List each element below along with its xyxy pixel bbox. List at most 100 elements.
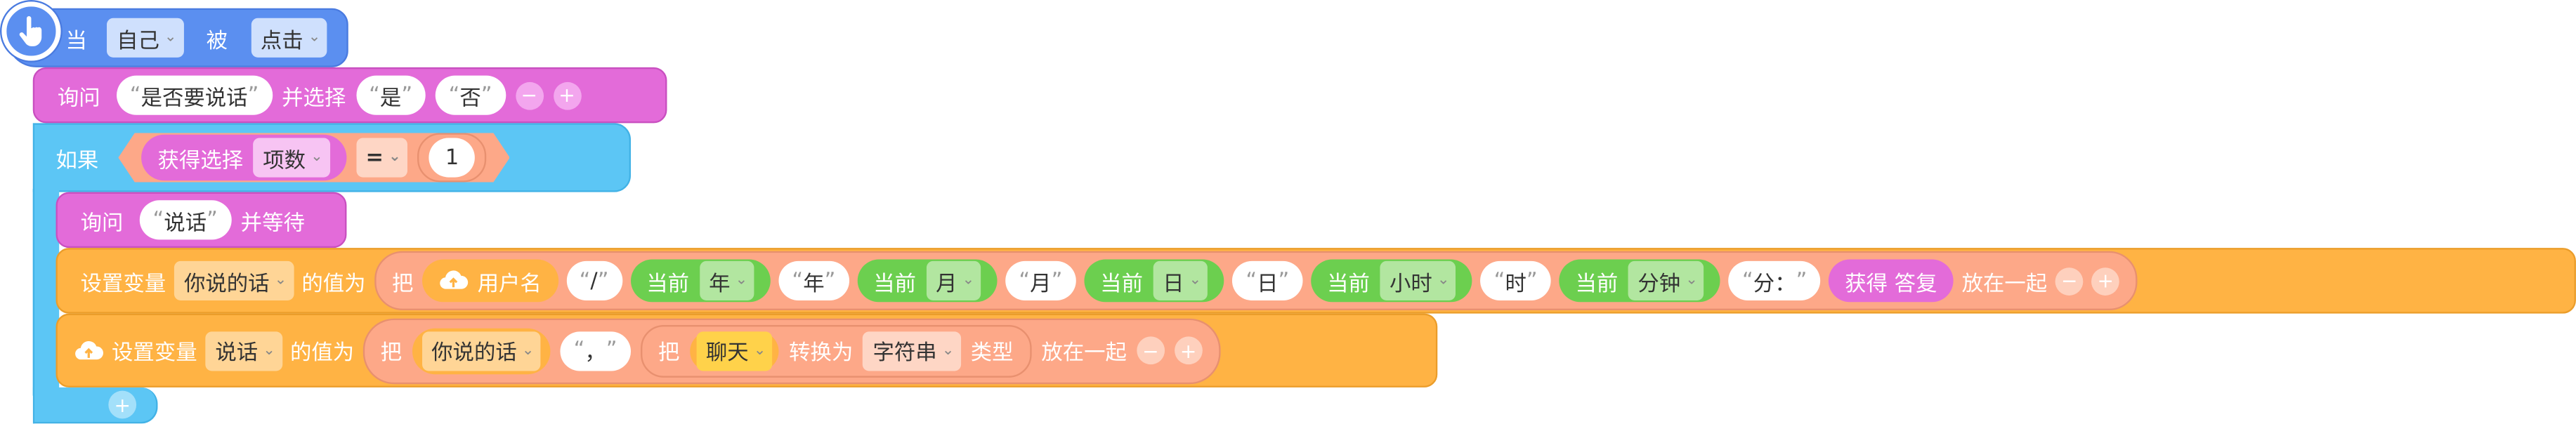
chevron-down-icon: ⌄ [1685, 272, 1698, 289]
target-dropdown[interactable]: 自己 ⌄ [107, 18, 183, 58]
number-reporter[interactable]: 1 [417, 133, 487, 182]
number-value: 1 [445, 145, 459, 171]
username-label: 用户名 [477, 272, 542, 297]
ask-choose-block[interactable]: 询问 “是否要说话” 并选择 “是” “否” − + [32, 67, 667, 124]
event-row: 当 自己 ⌄ 被 点击 ⌄ [66, 13, 327, 62]
variable-ref-value: 你说的话 [431, 341, 517, 366]
target-value: 自己 [117, 28, 159, 54]
month-value: 月 [936, 272, 957, 297]
minute-text-input[interactable]: “分：” [1729, 260, 1821, 300]
chevron-down-icon: ⌄ [521, 342, 535, 359]
cloud-icon [438, 270, 468, 293]
year-text-input[interactable]: “年” [778, 260, 849, 300]
if-block-footer [32, 387, 158, 424]
chevron-down-icon: ⌄ [1437, 272, 1450, 289]
month-text: 月 [1030, 272, 1052, 297]
chevron-down-icon: ⌄ [753, 342, 766, 359]
variable-dropdown[interactable]: 说话 ⌄ [205, 331, 282, 371]
current-day-reporter[interactable]: 当前 日⌄ [1083, 259, 1224, 303]
add-else-button[interactable]: + [108, 390, 137, 419]
remove-option-button[interactable]: − [515, 81, 544, 110]
get-choice-reporter[interactable]: 获得选择 项数 ⌄ [141, 135, 346, 180]
current-year-reporter[interactable]: 当前 年⌄ [629, 259, 771, 303]
username-reporter[interactable]: 用户名 [421, 259, 558, 303]
year-dropdown[interactable]: 年⌄ [699, 260, 754, 300]
variable-value: 你说的话 [183, 272, 270, 297]
year-value: 年 [709, 272, 731, 297]
set-variable-label: 设置变量 [112, 341, 197, 366]
current-minute-reporter[interactable]: 当前 分钟⌄ [1559, 259, 1721, 303]
ba-label: 把 [391, 272, 414, 297]
chat-dropdown[interactable]: 聊天 ⌄ [695, 331, 773, 371]
month-text-input[interactable]: “月” [1005, 260, 1076, 300]
minute-text: 分： [1753, 272, 1796, 297]
action-dropdown[interactable]: 点击 ⌄ [250, 18, 327, 58]
join-reporter[interactable]: 把 你说的话 ⌄ “，” 把 聊天 ⌄ 转换为 字符串 [362, 317, 1221, 384]
type-value: 字符串 [872, 341, 937, 366]
operator-dropdown[interactable]: = ⌄ [356, 138, 408, 177]
chevron-down-icon: ⌄ [274, 272, 287, 289]
number-input[interactable]: 1 [429, 138, 475, 177]
convert-label: 转换为 [789, 341, 854, 366]
get-reply-reporter[interactable]: 获得 答复 [1828, 259, 1954, 303]
day-text: 日 [1257, 272, 1279, 297]
variable-ref-reporter[interactable]: 你说的话 ⌄ [412, 327, 551, 374]
variable-ref-dropdown[interactable]: 你说的话 ⌄ [421, 331, 541, 371]
and-choose-label: 并选择 [282, 86, 346, 111]
chevron-down-icon: ⌄ [263, 342, 275, 359]
ask-wait-block[interactable]: 询问 “说话” 并等待 [55, 192, 347, 249]
add-item-button[interactable]: + [2091, 267, 2120, 295]
current-hour-reporter[interactable]: 当前 小时⌄ [1310, 259, 1473, 303]
ask-label: 询问 [57, 86, 100, 111]
option-yes-input[interactable]: “是” [355, 75, 426, 115]
add-item-button[interactable]: + [1174, 336, 1203, 365]
current-label: 当前 [1575, 272, 1619, 297]
join-label: 放在一起 [1041, 341, 1127, 366]
by-label: 被 [206, 28, 228, 54]
condition-hexagon[interactable]: 获得选择 项数 ⌄ = ⌄ 1 [118, 133, 509, 182]
hour-dropdown[interactable]: 小时 ⌄ [1379, 260, 1456, 300]
current-label: 当前 [646, 272, 690, 297]
when-label: 当 [65, 28, 87, 54]
option-no-text: 否 [459, 86, 481, 111]
if-label: 如果 [55, 148, 99, 173]
join-reporter[interactable]: 把 用户名 “/” 当前 年⌄ “年” 当前 月⌄ “月” 当前 日⌄ [374, 251, 2138, 310]
question-text: 是否要说话 [140, 86, 248, 111]
chevron-down-icon: ⌄ [164, 29, 177, 46]
pointer-hand-icon [1, 1, 61, 61]
add-option-button[interactable]: + [553, 81, 581, 110]
get-reply-label: 获得 答复 [1845, 272, 1937, 297]
ask-text-input[interactable]: “说话” [139, 200, 231, 240]
hour-text-input[interactable]: “时” [1480, 260, 1551, 300]
minute-value: 分钟 [1637, 272, 1681, 297]
variable-value: 说话 [215, 341, 259, 366]
ask-label: 询问 [80, 211, 124, 236]
question-input[interactable]: “是否要说话” [117, 75, 273, 115]
slash-text: / [590, 268, 598, 293]
option-no-input[interactable]: “否” [435, 75, 506, 115]
hour-value: 小时 [1390, 272, 1432, 297]
hour-text: 时 [1505, 272, 1526, 297]
ba-label: 把 [658, 341, 680, 366]
chevron-down-icon: ⌄ [1189, 272, 1202, 289]
chat-variable-reporter[interactable]: 聊天 ⌄ [689, 331, 780, 371]
set-variable-block-1[interactable]: 设置变量 你说的话 ⌄ 的值为 把 用户名 “/” 当前 年⌄ “年” 当前 月… [55, 248, 2576, 314]
choice-field-dropdown[interactable]: 项数 ⌄ [253, 138, 329, 177]
chevron-down-icon: ⌄ [310, 149, 323, 166]
convert-reporter[interactable]: 把 聊天 ⌄ 转换为 字符串 ⌄ 类型 [640, 324, 1032, 377]
remove-item-button[interactable]: − [2055, 267, 2084, 295]
comma-input[interactable]: “，” [560, 331, 631, 371]
variable-dropdown[interactable]: 你说的话 ⌄ [174, 260, 294, 300]
day-text-input[interactable]: “日” [1232, 260, 1303, 300]
if-row: 如果 获得选择 项数 ⌄ = ⌄ 1 [39, 133, 510, 182]
type-dropdown[interactable]: 字符串 ⌄ [863, 331, 961, 371]
set-variable-block-2[interactable]: 设置变量 说话 ⌄ 的值为 把 你说的话 ⌄ “，” 把 聊天 ⌄ [55, 313, 1438, 387]
chevron-down-icon: ⌄ [308, 29, 321, 46]
month-dropdown[interactable]: 月⌄ [926, 260, 981, 300]
remove-item-button[interactable]: − [1137, 336, 1165, 365]
day-dropdown[interactable]: 日⌄ [1153, 260, 1208, 300]
minute-dropdown[interactable]: 分钟⌄ [1628, 260, 1705, 300]
chevron-down-icon: ⌄ [962, 272, 975, 289]
current-month-reporter[interactable]: 当前 月⌄ [856, 259, 998, 303]
slash-input[interactable]: “/” [565, 260, 622, 300]
